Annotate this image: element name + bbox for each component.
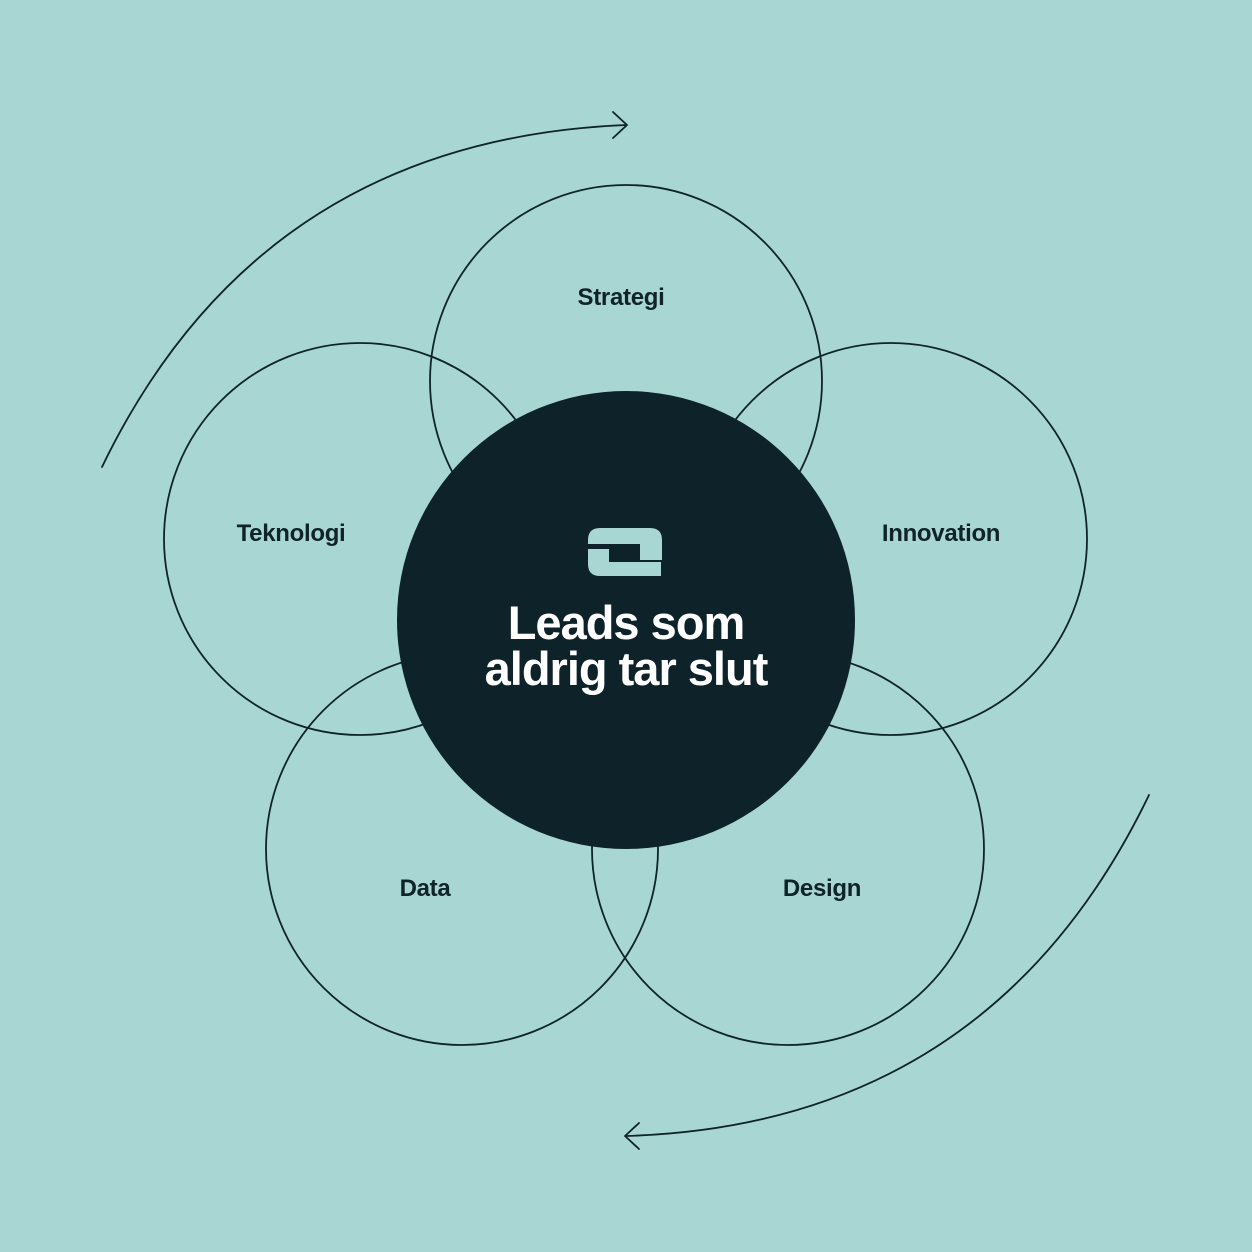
petal-label-strategi: Strategi [577, 284, 665, 311]
brand-logo-icon [588, 528, 662, 576]
petal-label-design: Design [782, 875, 862, 902]
center-title-line-1: Leads som [507, 596, 746, 649]
petal-label-data: Data [399, 875, 451, 902]
center-circle [397, 391, 855, 849]
center-title: Leads som aldrig tar slut [416, 596, 836, 695]
top-arrow-icon [101, 111, 628, 468]
petal-label-innovation: Innovation [881, 520, 1001, 547]
bottom-arrow-icon [624, 794, 1150, 1150]
center-title-line-2: aldrig tar slut [484, 642, 769, 695]
petal-label-teknologi: Teknologi [236, 520, 346, 547]
